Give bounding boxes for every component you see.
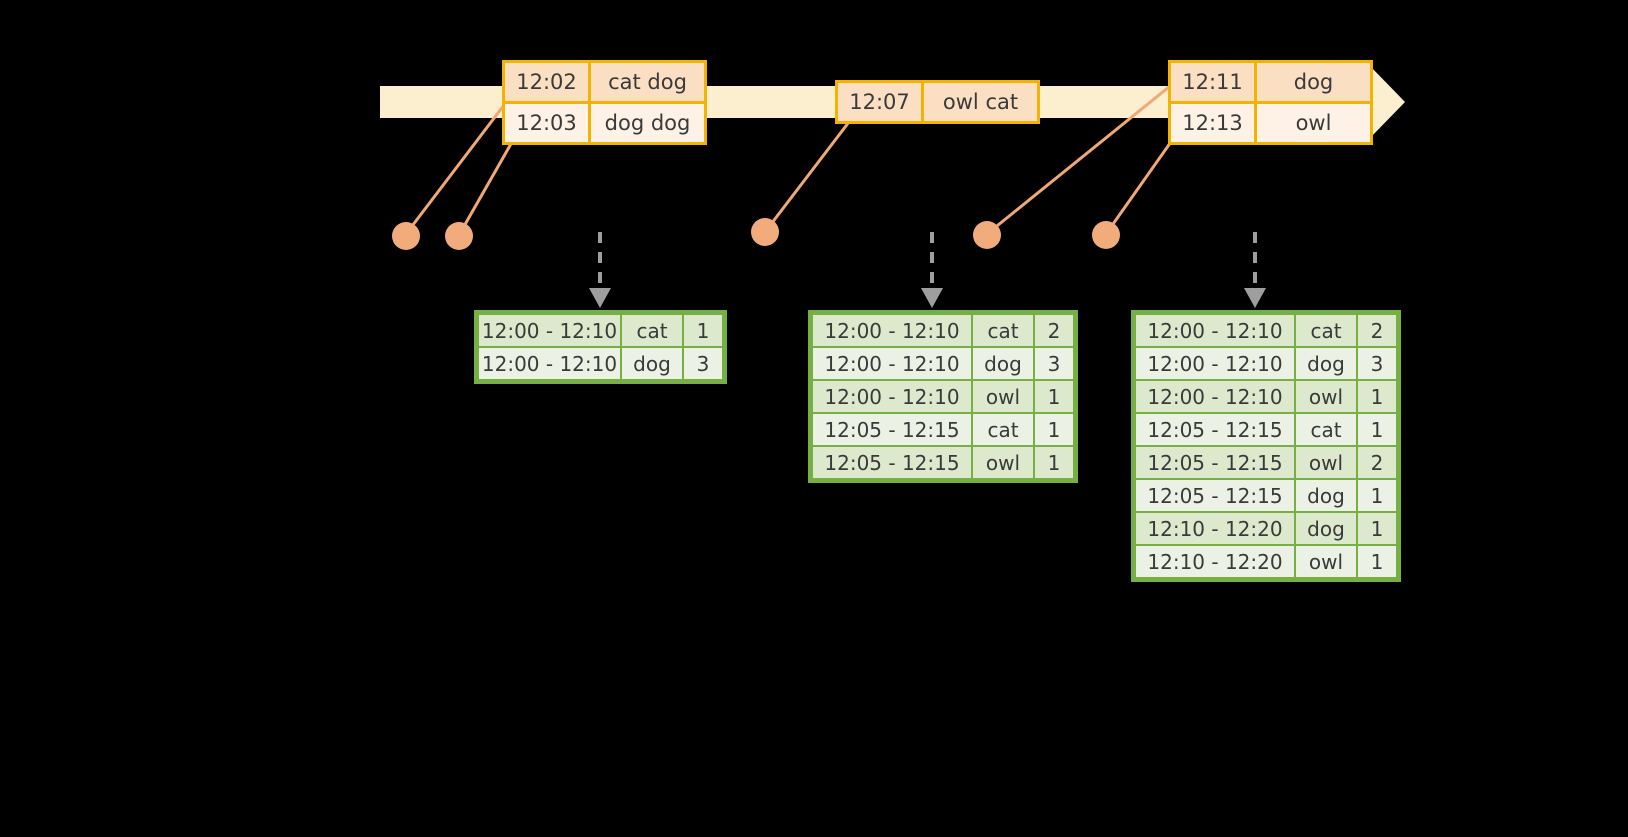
message-text: dog dog — [604, 111, 691, 135]
key-cell: owl — [1295, 380, 1357, 413]
count-cell: 2 — [1357, 446, 1397, 479]
record-dot — [445, 222, 473, 250]
record-dots — [392, 218, 1120, 250]
message-text: owl cat — [942, 90, 1019, 114]
window-cell: 12:05 - 12:15 — [1135, 479, 1295, 512]
key-cell: owl — [972, 446, 1034, 479]
count-cell: 2 — [1357, 314, 1397, 347]
window-cell: 12:00 - 12:10 — [1135, 347, 1295, 380]
key-cell: dog — [621, 347, 683, 380]
count-cell: 3 — [1034, 347, 1074, 380]
count-cell: 1 — [683, 314, 723, 347]
message-time: 12:03 — [505, 104, 591, 142]
record-dot — [751, 218, 779, 246]
key-cell: dog — [1295, 347, 1357, 380]
count-cell: 1 — [1357, 413, 1397, 446]
key-cell: dog — [1295, 479, 1357, 512]
message-group-2[interactable]: 12:07 owl cat — [835, 80, 1040, 124]
key-cell: owl — [972, 380, 1034, 413]
key-cell: dog — [972, 347, 1034, 380]
window-cell: 12:00 - 12:10 — [1135, 314, 1295, 347]
record-dot — [392, 222, 420, 250]
record-dot — [973, 221, 1001, 249]
message-group-3[interactable]: 12:11 dog 12:13 owl — [1168, 60, 1373, 145]
emit-arrows — [598, 232, 1257, 288]
key-cell: cat — [1295, 413, 1357, 446]
record-dot — [1092, 221, 1120, 249]
message-time: 12:13 — [1171, 104, 1257, 142]
count-cell: 1 — [1357, 545, 1397, 578]
message-row[interactable]: 12:02 cat dog — [505, 63, 704, 101]
count-cell: 1 — [1357, 479, 1397, 512]
window-cell: 12:05 - 12:15 — [812, 446, 972, 479]
message-time: 12:11 — [1171, 63, 1257, 101]
message-text: cat dog — [608, 70, 687, 94]
window-cell: 12:00 - 12:10 — [812, 380, 972, 413]
key-cell: owl — [1295, 545, 1357, 578]
key-cell: cat — [1295, 314, 1357, 347]
message-text: dog — [1293, 70, 1334, 94]
window-cell: 12:00 - 12:10 — [812, 314, 972, 347]
window-cell: 12:00 - 12:10 — [478, 314, 621, 347]
message-time: 12:02 — [505, 63, 591, 101]
window-cell: 12:00 - 12:10 — [1135, 380, 1295, 413]
message-row[interactable]: 12:11 dog — [1171, 63, 1370, 101]
key-cell: cat — [972, 413, 1034, 446]
key-cell: owl — [1295, 446, 1357, 479]
window-cell: 12:10 - 12:20 — [1135, 545, 1295, 578]
count-cell: 3 — [1357, 347, 1397, 380]
count-cell: 1 — [1357, 380, 1397, 413]
window-cell: 12:10 - 12:20 — [1135, 512, 1295, 545]
message-row[interactable]: 12:07 owl cat — [838, 83, 1037, 121]
message-time: 12:07 — [838, 83, 924, 121]
window-cell: 12:05 - 12:15 — [812, 413, 972, 446]
key-cell: cat — [972, 314, 1034, 347]
window-cell: 12:05 - 12:15 — [1135, 446, 1295, 479]
window-cell: 12:05 - 12:15 — [1135, 413, 1295, 446]
window-cell: 12:00 - 12:10 — [478, 347, 621, 380]
message-row[interactable]: 12:03 dog dog — [505, 101, 704, 142]
count-cell: 3 — [683, 347, 723, 380]
message-text: owl — [1295, 111, 1332, 135]
window-cell: 12:00 - 12:10 — [812, 347, 972, 380]
count-cell: 1 — [1034, 380, 1074, 413]
count-cell: 1 — [1357, 512, 1397, 545]
message-row[interactable]: 12:13 owl — [1171, 101, 1370, 142]
count-cell: 1 — [1034, 413, 1074, 446]
key-cell: cat — [621, 314, 683, 347]
emit-arrowheads — [589, 288, 1266, 308]
message-group-1[interactable]: 12:02 cat dog 12:03 dog dog — [502, 60, 707, 145]
key-cell: dog — [1295, 512, 1357, 545]
count-cell: 1 — [1034, 446, 1074, 479]
count-cell: 2 — [1034, 314, 1074, 347]
